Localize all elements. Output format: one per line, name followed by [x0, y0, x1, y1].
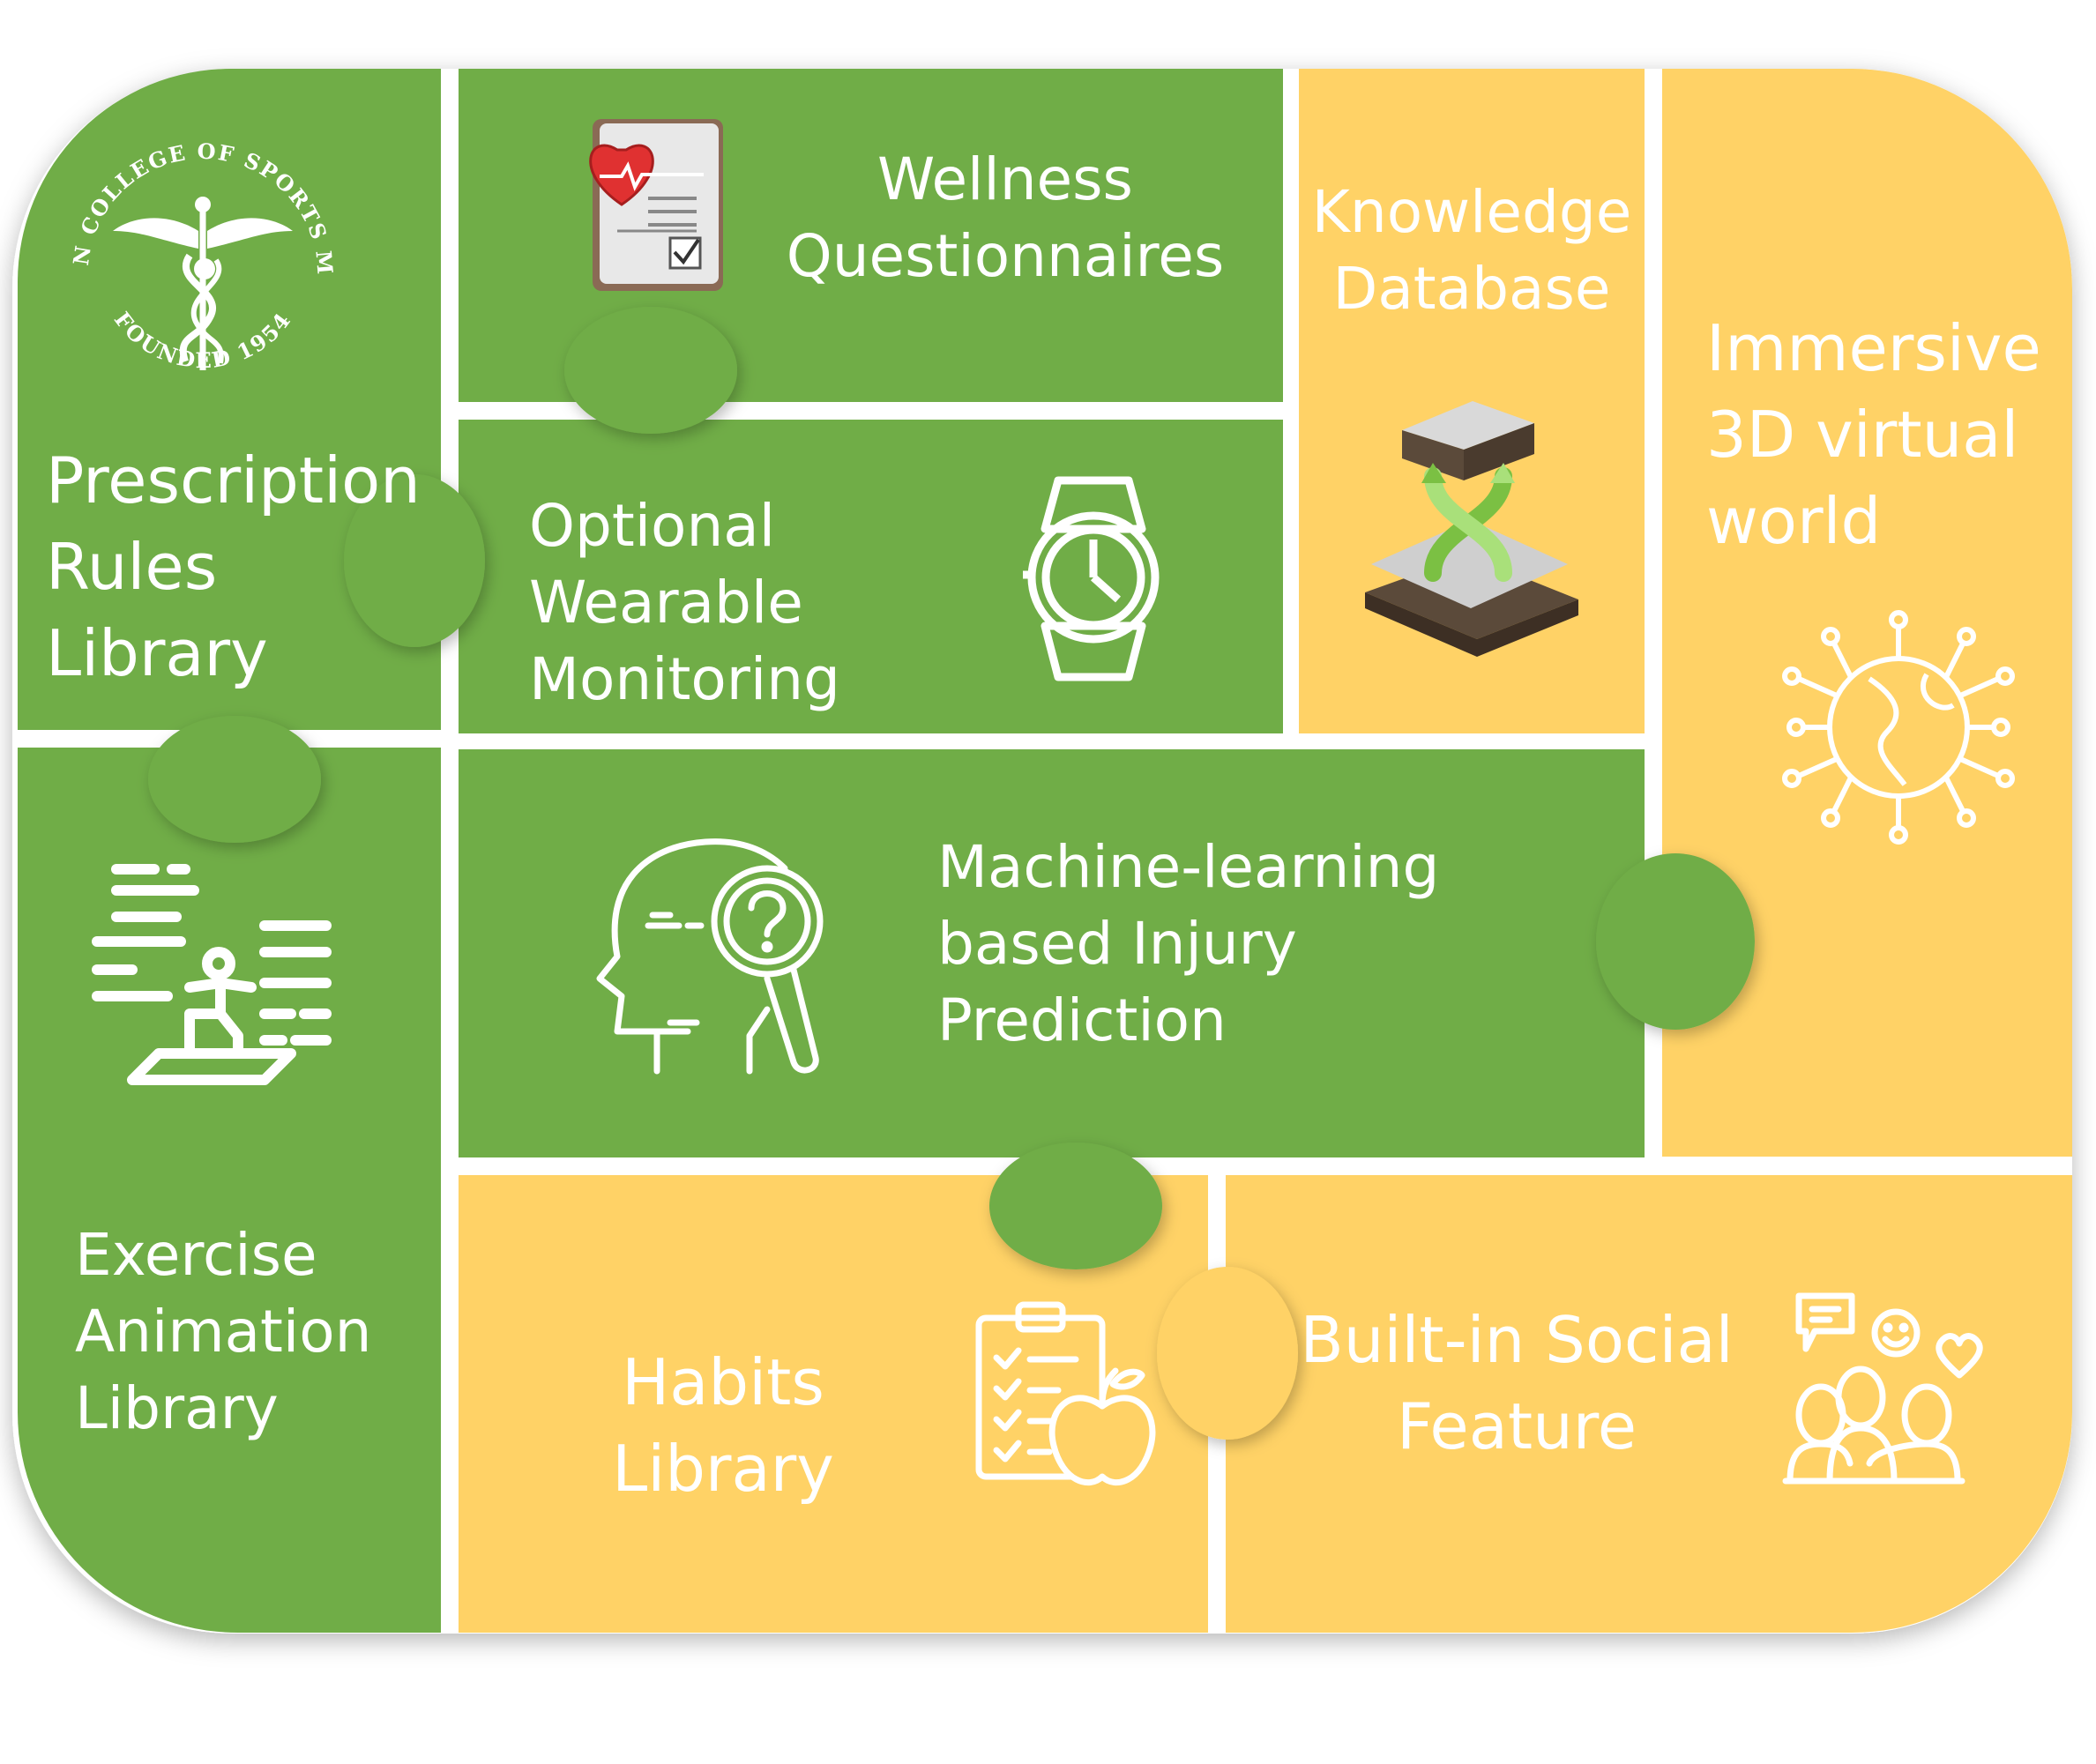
exercise-squat-icon — [92, 864, 332, 1085]
exercise-line-3: Library — [75, 1374, 279, 1443]
prescription-line-1: Prescription — [46, 443, 421, 517]
social-label: Built-in Social Feature — [1287, 1298, 1746, 1470]
globe-network-icon — [1782, 610, 2015, 845]
immersive-line-2: 3D virtual — [1706, 397, 2019, 472]
wellness-label: Wellness Questionnaires — [776, 141, 1234, 294]
habits-line-2: Library — [612, 1431, 834, 1506]
exercise-line-2: Animation — [75, 1298, 372, 1366]
tile-immersive — [1662, 69, 2072, 1157]
knob-habits-social — [1157, 1267, 1298, 1440]
exercise-label: Exercise Animation Library — [75, 1217, 371, 1447]
wearable-line-1: Optional — [529, 492, 776, 560]
wearable-line-2: Wearable — [529, 569, 803, 637]
tile-social — [1226, 1175, 2072, 1633]
prescription-line-3: Library — [46, 615, 268, 690]
ml-line-3: Prediction — [937, 986, 1227, 1055]
tile-wearable — [459, 420, 1283, 733]
knob-prescription-wearable — [344, 474, 485, 647]
prescription-label: Prescription Rules Library — [46, 438, 421, 697]
smartwatch-icon — [1023, 476, 1160, 681]
ml-line-2: based Injury — [937, 910, 1297, 979]
tile-ml — [459, 749, 1645, 1157]
immersive-line-1: Immersive — [1706, 311, 2041, 385]
knowledge-line-2: Database — [1332, 255, 1611, 324]
knob-ml-habits — [989, 1143, 1162, 1269]
wearable-label: Optional Wearable Monitoring — [529, 488, 840, 718]
health-checklist-icon — [589, 119, 723, 291]
knob-wellness-wearable — [564, 307, 737, 434]
wellness-line-2: Questionnaires — [786, 222, 1225, 291]
wearable-line-3: Monitoring — [529, 645, 840, 714]
exercise-line-1: Exercise — [75, 1221, 317, 1289]
tile-exercise — [18, 748, 441, 1633]
social-group-icon — [1782, 1292, 1983, 1485]
clipboard-apple-icon — [975, 1301, 1156, 1486]
tile-prescription-body — [18, 69, 441, 730]
prescription-line-2: Rules — [46, 529, 218, 604]
social-line-2: Feature — [1396, 1388, 1637, 1463]
habits-label: Habits Library — [564, 1340, 882, 1513]
knowledge-label: Knowledge Database — [1299, 174, 1645, 327]
knowledge-line-1: Knowledge — [1311, 178, 1632, 246]
immersive-label: Immersive 3D virtual world — [1706, 306, 2041, 565]
graduation-cap-icon — [1365, 401, 1578, 657]
social-line-1: Built-in Social — [1300, 1303, 1734, 1377]
ml-line-1: Machine-learning — [937, 833, 1440, 901]
immersive-line-3: world — [1706, 483, 1882, 558]
ml-label: Machine-learning based Injury Prediction — [937, 829, 1439, 1059]
wellness-line-1: Wellness — [877, 145, 1133, 213]
knob-ml-immersive — [1596, 853, 1755, 1030]
habits-line-1: Habits — [622, 1345, 824, 1419]
knob-prescription-exercise — [148, 716, 321, 843]
head-magnifier-icon — [596, 838, 824, 1075]
